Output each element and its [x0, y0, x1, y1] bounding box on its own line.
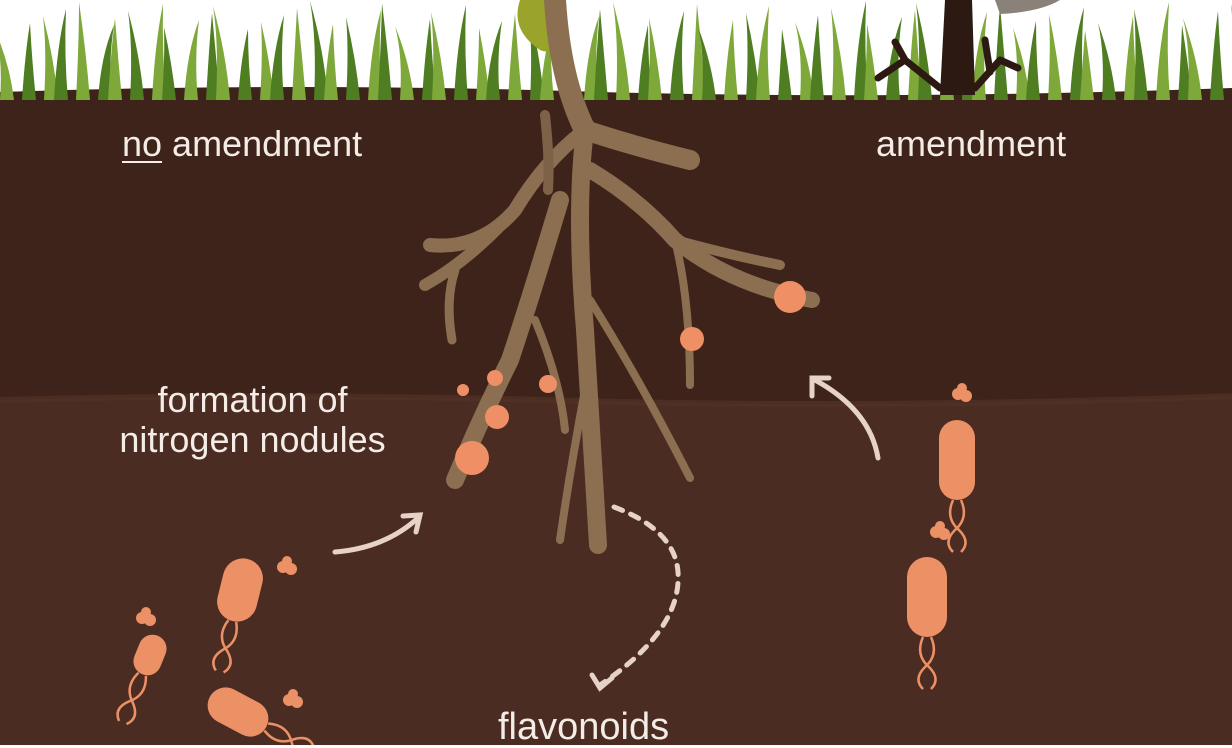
tree-trunk-right: [940, 0, 975, 95]
no-word: no: [122, 123, 162, 164]
flavonoids-label: flavonoids: [498, 707, 669, 747]
nodule-dot-icon: [485, 405, 509, 429]
no-amendment-label: no amendment: [122, 124, 362, 164]
nodule-dot-icon: [455, 441, 489, 475]
nodule-formation-line1: formation of: [157, 379, 347, 420]
nodule-dot-icon: [457, 384, 469, 396]
nodule-formation-line2: nitrogen nodules: [119, 419, 385, 460]
nodule-dot-icon: [539, 375, 557, 393]
amendment-word: amendment: [162, 123, 362, 164]
nodule-dot-icon: [774, 281, 806, 313]
amendment-label: amendment: [876, 124, 1066, 164]
nodule-dot-icon: [680, 327, 704, 351]
nodule-dot-icon: [487, 370, 503, 386]
